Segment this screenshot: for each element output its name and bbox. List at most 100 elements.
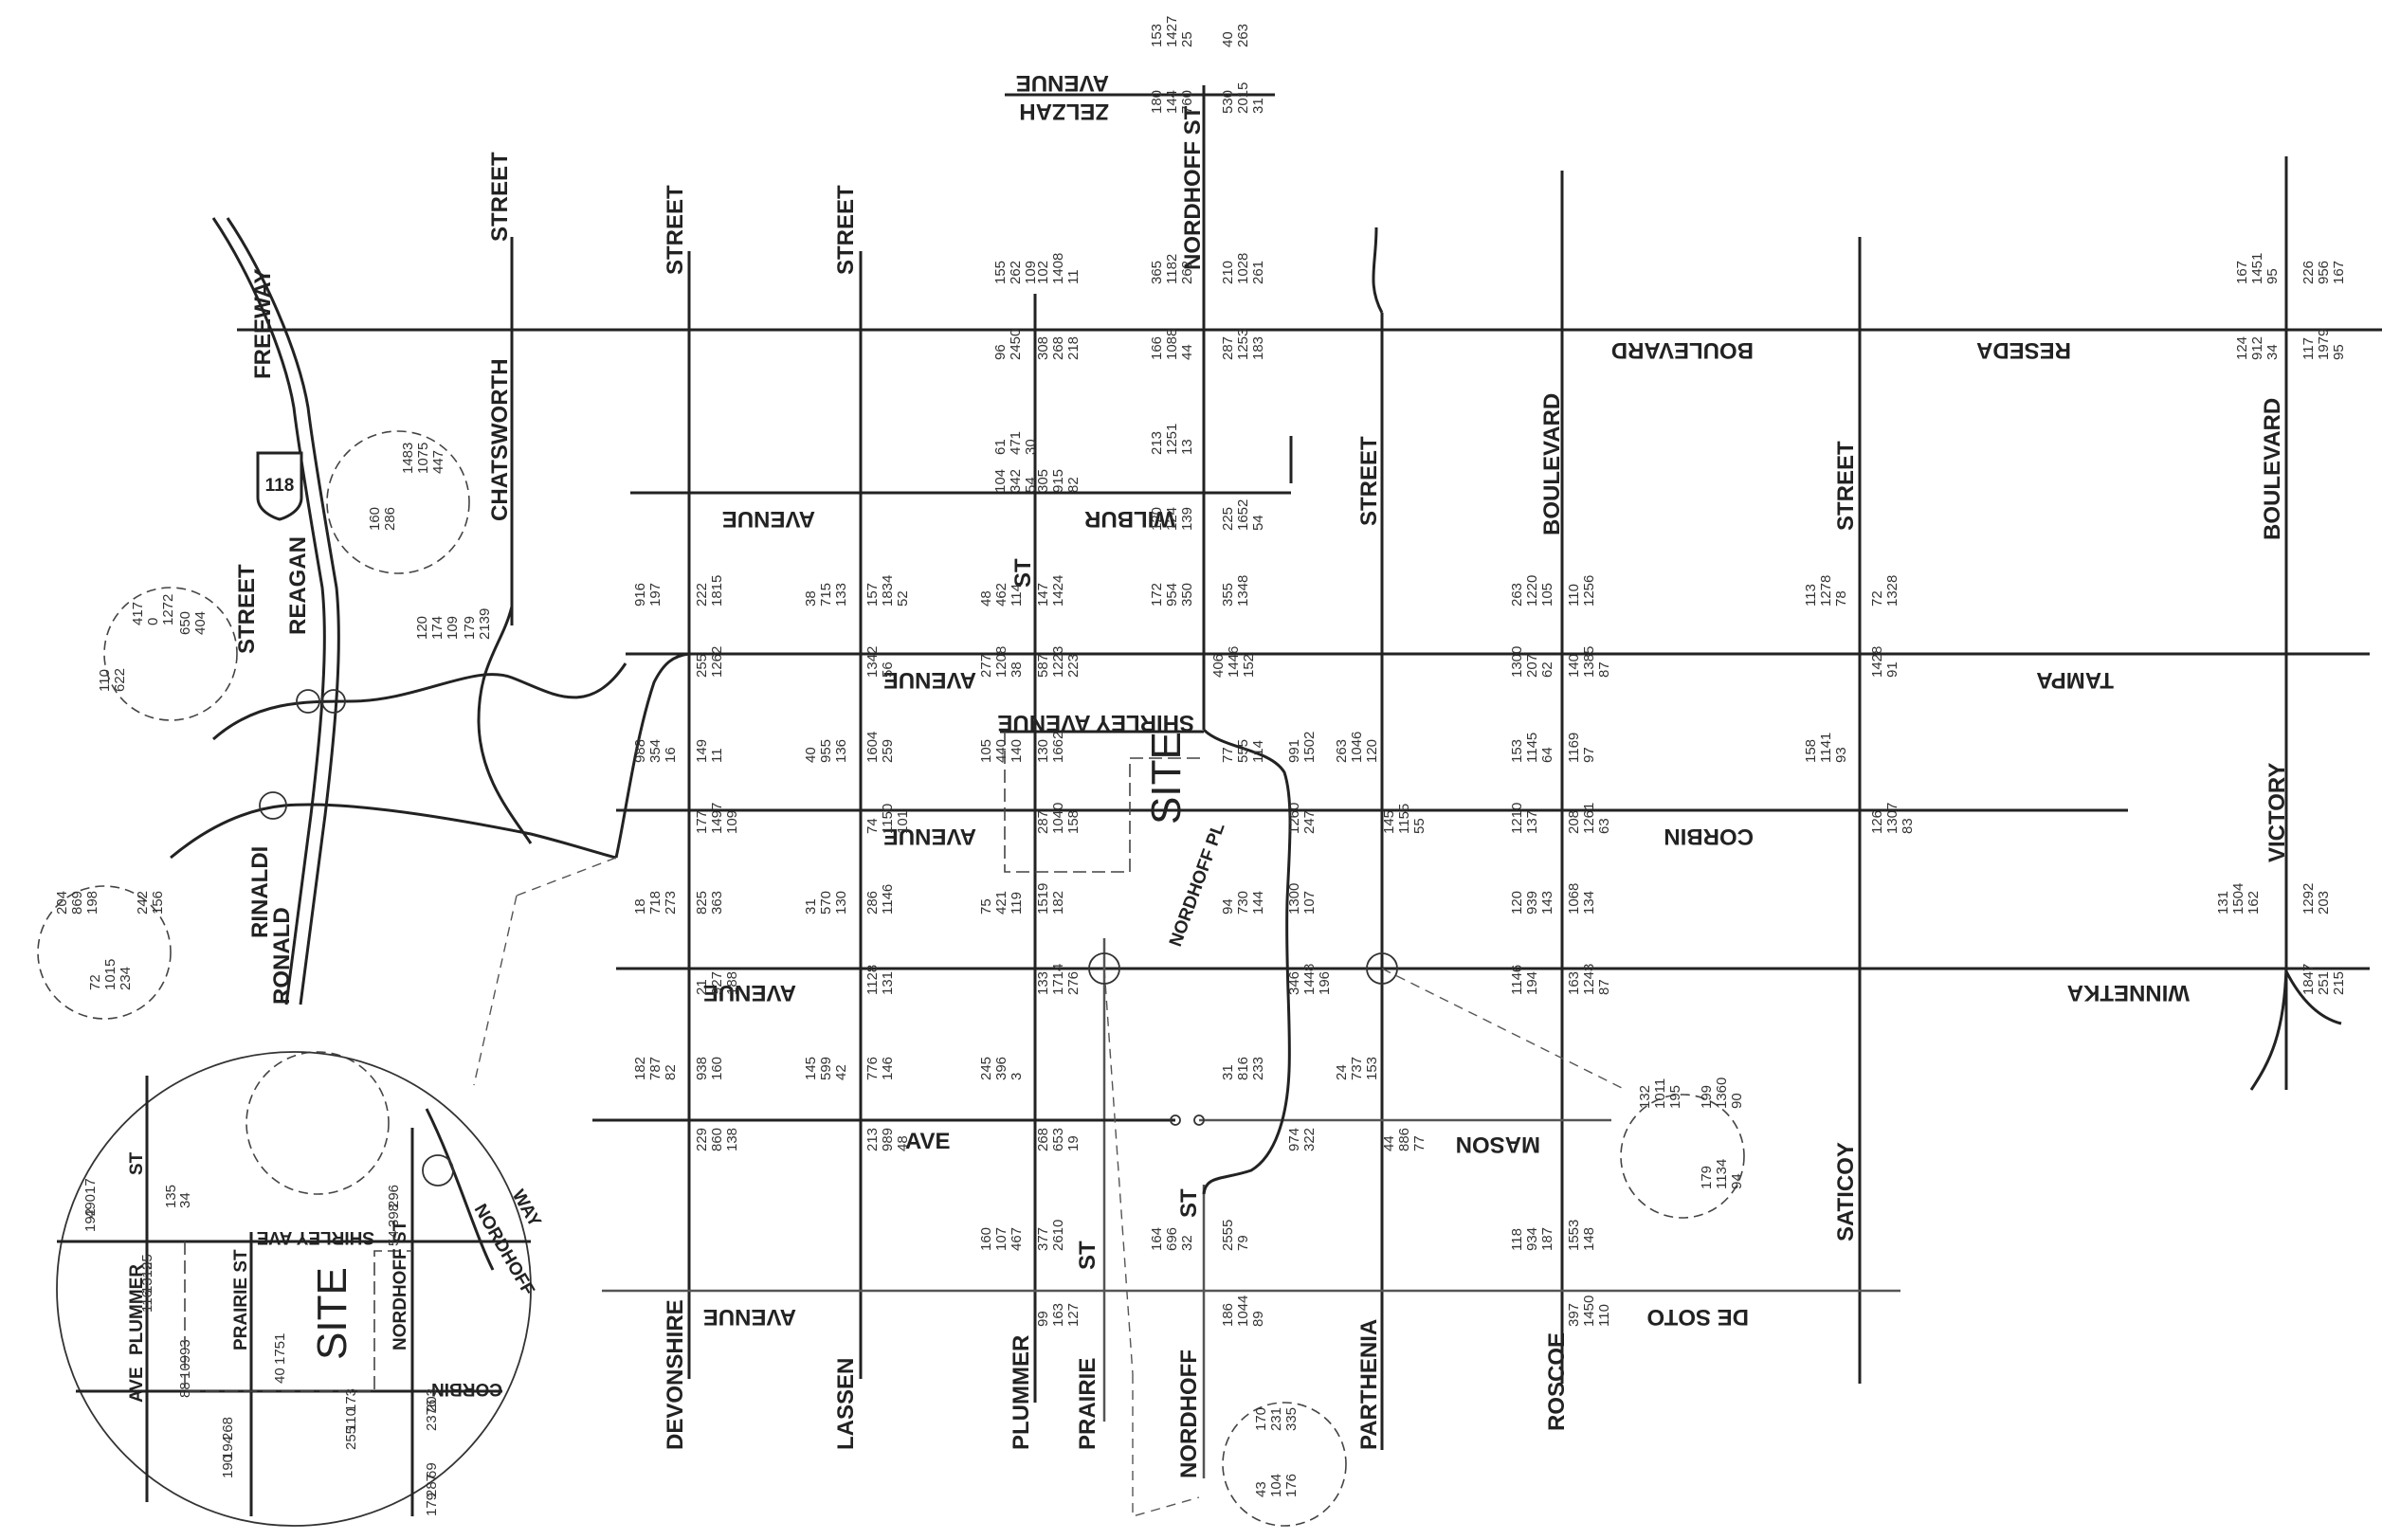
volume-value: 144 — [1250, 891, 1266, 915]
volume-value: 64 — [1539, 747, 1555, 763]
volume-value: 1256 — [1581, 575, 1597, 607]
volume-value: 1068 — [1566, 883, 1582, 915]
volume-value: 287 — [1035, 810, 1051, 834]
volume-value: 124 — [2234, 336, 2250, 360]
volume-value: 160 — [978, 1227, 994, 1251]
volume-value: 3 — [1009, 1073, 1025, 1080]
volume-value: 31 — [1220, 1064, 1236, 1080]
volume-value: 1307 — [1884, 803, 1900, 834]
volume-value: 153 — [1509, 739, 1525, 763]
volume-value: 31 — [803, 898, 819, 915]
label-saticoy-street: STREET — [1833, 441, 1859, 531]
label-parthenia: PARTHENIA — [1356, 1319, 1382, 1450]
nordhoff-place — [1202, 728, 1292, 1195]
label-plummer-st: ST — [1010, 558, 1036, 588]
label-reseda-boulevard: BOULEVARD — [1611, 337, 1754, 363]
volume-value: 273 — [663, 891, 679, 915]
label-zelzah: ZELZAH — [1019, 99, 1109, 124]
volume-value: 93 — [1833, 747, 1849, 763]
volume-value: 587 — [1035, 654, 1051, 678]
inset-site-outline — [184, 1241, 412, 1392]
inset-volume-value: 34 — [177, 1192, 193, 1208]
label-reagan: REAGAN — [285, 536, 311, 635]
volume-value: 77 — [1220, 747, 1236, 763]
volume-value: 164 — [1149, 1227, 1165, 1251]
volume-value: 1260 — [1286, 803, 1302, 834]
volume-value: 42 — [833, 1064, 849, 1080]
label-zelzah-avenue: AVENUE — [1016, 70, 1109, 96]
volume-value: 934 — [1524, 1227, 1540, 1251]
volume-value: 140 — [1009, 739, 1025, 763]
volume-value: 139 — [1179, 507, 1195, 531]
volume-value: 148 — [1581, 1227, 1597, 1251]
volume-value: 120 — [1364, 739, 1380, 763]
inset-circle — [56, 1051, 532, 1527]
volume-value: 196 — [1317, 971, 1333, 995]
volume-value: 2139 — [477, 608, 493, 640]
volume-value: 109 — [724, 810, 740, 834]
volume-value: 1046 — [1349, 732, 1365, 763]
ronald-reagan-freeway-outer — [226, 217, 340, 1006]
volume-value: 97 — [1581, 747, 1597, 763]
volume-value: 167 — [2234, 261, 2250, 284]
volume-value: 172 — [1149, 583, 1165, 607]
volume-value: 182 — [1050, 891, 1066, 915]
volume-value: 1342 — [864, 646, 881, 678]
volume-value: 825 — [694, 891, 710, 915]
volume-value: 956 — [2316, 261, 2332, 284]
volume-value: 915 — [1050, 469, 1066, 493]
volume-value: 570 — [818, 891, 834, 915]
volume-value: 1328 — [1884, 575, 1900, 607]
volume-value: 153 — [1149, 24, 1165, 47]
volume-value: 335 — [1283, 1407, 1300, 1431]
inset-label-st: ST — [127, 1151, 147, 1175]
volume-value: 119 — [1009, 892, 1025, 915]
label-wilbur-avenue: AVENUE — [722, 506, 815, 532]
site-boundary — [473, 732, 1627, 1517]
volume-value: 322 — [1301, 1128, 1318, 1151]
volume-value: 34 — [2264, 344, 2281, 360]
shield-number: 118 — [265, 476, 295, 496]
label-chatsworth: CHATSWORTH — [487, 358, 513, 521]
volume-value: 233 — [1250, 1057, 1266, 1080]
volume-value: 143 — [1539, 891, 1555, 915]
label-shirley-avenue: SHIRLEY AVENUE — [997, 710, 1194, 735]
volume-value: 25 — [1179, 31, 1195, 47]
east-west-streets — [237, 93, 2382, 1293]
volume-value: 127 — [1065, 1303, 1082, 1327]
volume-value: 222 — [694, 583, 710, 607]
label-winnetka-avenue: AVENUE — [703, 980, 796, 1006]
volume-value: 38 — [1009, 661, 1025, 678]
inset-volume-value: 17 — [82, 1178, 99, 1194]
volume-value: 133 — [833, 583, 849, 607]
label-corbin-avenue: AVENUE — [883, 824, 976, 849]
volume-value: 245 — [978, 1057, 994, 1080]
volume-value: 1408 — [1050, 253, 1066, 284]
freeway-118-shield: 118 — [256, 451, 303, 521]
volume-value: 145 — [1381, 810, 1397, 834]
label-tampa: TAMPA — [2036, 667, 2114, 693]
volume-value: 94 — [1220, 898, 1236, 915]
volume-value: 229 — [694, 1128, 710, 1151]
